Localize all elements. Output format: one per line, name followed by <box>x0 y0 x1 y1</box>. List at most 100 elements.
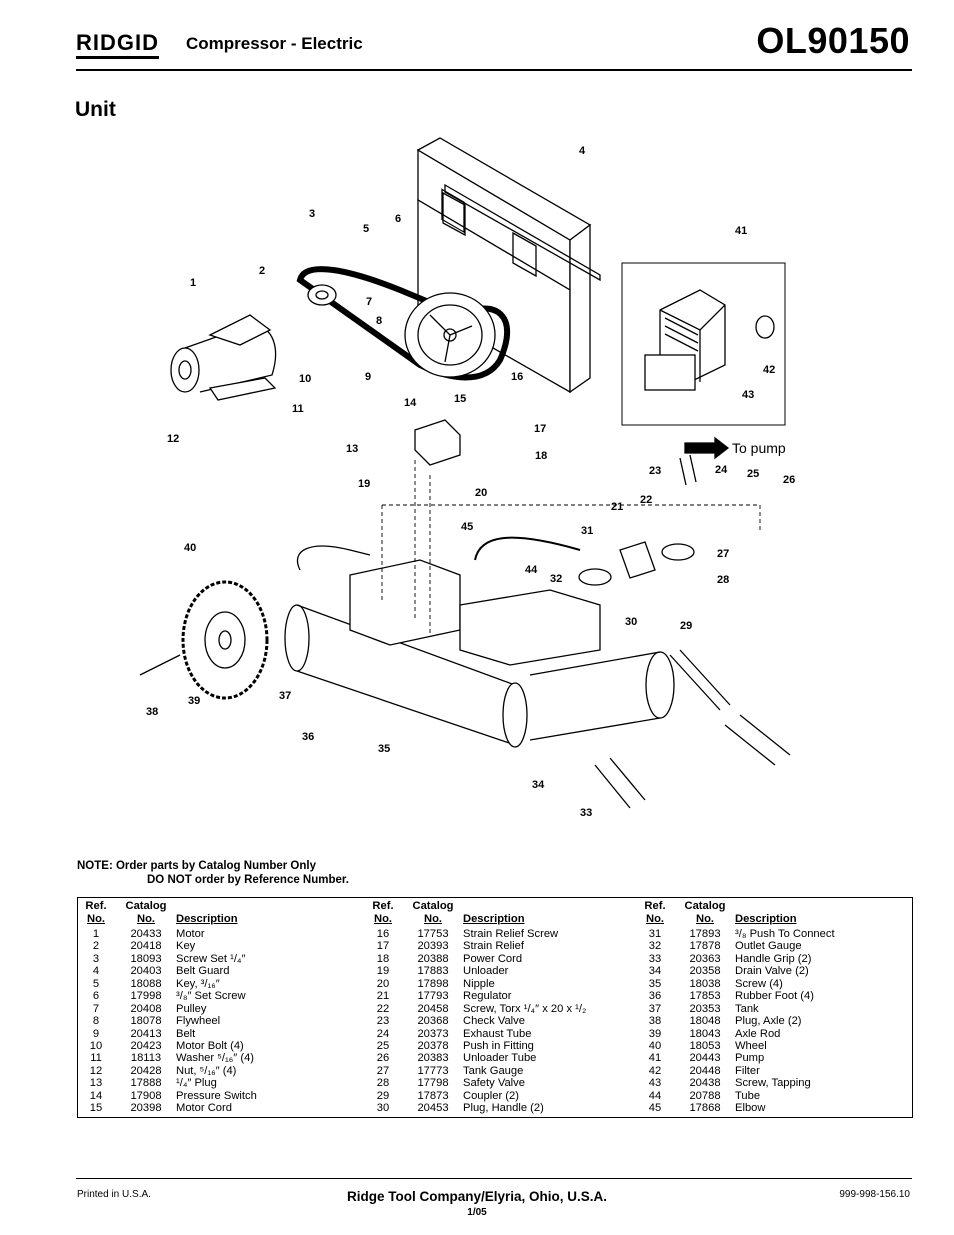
catalog-cell: 17753 <box>417 928 449 940</box>
description-cell: Check Valve <box>463 1015 525 1028</box>
ref-cell: 17 <box>376 940 390 953</box>
catalog-cell: 20788 <box>689 1089 721 1102</box>
callout-5: 5 <box>363 223 369 235</box>
ref-cell: 34 <box>648 965 662 978</box>
catalog-cell: 18038 <box>689 977 721 990</box>
ref-cell: 44 <box>648 1089 662 1102</box>
catalog-cell: 20388 <box>417 952 449 965</box>
catalog-cell: 20373 <box>417 1027 449 1040</box>
ref-cell: 22 <box>376 1002 390 1015</box>
section-title: Unit <box>75 98 116 121</box>
catalog-cell: 20458 <box>417 1002 449 1015</box>
ref-cell: 26 <box>376 1052 390 1065</box>
document-subtitle: Compressor - Electric <box>186 34 363 53</box>
ref-cell: 31 <box>648 928 662 940</box>
ref-cell: 32 <box>648 940 662 953</box>
catalog-cell: 17898 <box>417 977 449 990</box>
ref-cell: 15 <box>89 1102 103 1115</box>
header-catalog-top: Catalog <box>684 900 726 912</box>
ref-cell: 4 <box>92 965 100 978</box>
description-cell: Flywheel <box>176 1015 221 1028</box>
ref-cell: 16 <box>376 928 390 940</box>
ref-cell: 12 <box>89 1064 103 1077</box>
ref-cell: 20 <box>376 977 390 990</box>
catalog-cell: 17888 <box>130 1077 162 1090</box>
ref-cell: 42 <box>648 1064 662 1077</box>
catalog-cell: 18088 <box>130 977 162 990</box>
catalog-cell: 20398 <box>130 1102 162 1115</box>
catalog-cell: 17853 <box>689 990 721 1003</box>
header-description: Description <box>463 900 525 926</box>
header-description: Description <box>735 900 797 926</box>
callout-22: 22 <box>640 494 652 506</box>
callout-6: 6 <box>395 213 401 225</box>
callout-38: 38 <box>146 706 158 718</box>
description-cell: Tank <box>735 1002 759 1015</box>
description-cell: Screw, Tapping <box>735 1077 811 1090</box>
callout-8: 8 <box>376 315 382 327</box>
wheel-drawing <box>181 580 269 700</box>
header-ref: Ref.No. <box>637 900 673 926</box>
publish-date: 1/05 <box>467 1207 487 1218</box>
callout-7: 7 <box>366 296 372 308</box>
callout-16: 16 <box>511 371 523 383</box>
catalog-cell: 20403 <box>130 965 162 978</box>
ref-cell: 36 <box>648 990 662 1003</box>
catalog-cell: 17998 <box>130 990 162 1003</box>
catalog-cell: 20353 <box>689 1002 721 1015</box>
callout-34: 34 <box>532 779 545 791</box>
description-cell: Nipple <box>463 977 495 990</box>
callout-33: 33 <box>580 807 592 819</box>
description-cell: Safety Valve <box>463 1077 525 1090</box>
description-cell: Pulley <box>176 1002 207 1015</box>
ref-cell: 3 <box>92 952 100 965</box>
catalog-cell: 17873 <box>417 1089 449 1102</box>
ref-cell: 40 <box>648 1039 662 1052</box>
callout-36: 36 <box>302 731 314 743</box>
callout-37: 37 <box>279 690 291 702</box>
ref-cell: 2 <box>92 940 100 953</box>
description-cell: Pressure Switch <box>176 1089 257 1102</box>
catalog-cell: 17793 <box>417 990 449 1003</box>
description-cell: Regulator <box>463 990 512 1003</box>
description-cell: Motor Cord <box>176 1102 232 1115</box>
description-cell: Drain Valve (2) <box>735 965 809 978</box>
description-cell: Belt Guard <box>176 965 230 978</box>
callout-27: 27 <box>717 548 729 560</box>
order-note-line2: DO NOT order by Reference Number. <box>147 874 349 886</box>
callout-15: 15 <box>454 393 466 405</box>
callout-45: 45 <box>461 521 473 533</box>
header-catalog-top: Catalog <box>125 900 167 912</box>
description-cell: Axle Rod <box>735 1027 781 1040</box>
callout-42: 42 <box>763 364 775 376</box>
catalog-cell: 20368 <box>417 1015 449 1028</box>
ref-cell: 35 <box>648 977 662 990</box>
callout-19: 19 <box>358 478 370 490</box>
catalog-cell: 20378 <box>417 1039 449 1052</box>
description-cell: Pump <box>735 1052 765 1065</box>
callout-41: 41 <box>735 225 747 237</box>
callout-4: 4 <box>579 145 586 157</box>
callout-12: 12 <box>167 433 179 445</box>
description-cell: Wheel <box>735 1039 767 1052</box>
description-cell: Power Cord <box>463 952 523 965</box>
order-note: NOTE: Order parts by Catalog Number Only… <box>77 859 349 887</box>
catalog-cell: 18078 <box>130 1015 162 1028</box>
header-ref: Ref.No. <box>365 900 401 926</box>
callout-11: 11 <box>292 403 304 415</box>
description-cell: Unloader <box>463 965 509 978</box>
description-cell: Unloader Tube <box>463 1052 537 1065</box>
ref-cell: 38 <box>648 1015 662 1028</box>
description-cell: Screw, Torx ¹/₄″ x 20 x ¹/₂ <box>463 1002 587 1015</box>
callout-29: 29 <box>680 620 692 632</box>
catalog-cell: 18053 <box>689 1039 721 1052</box>
ref-cell: 21 <box>376 990 390 1003</box>
callout-9: 9 <box>365 371 371 383</box>
catalog-cell: 17868 <box>689 1102 721 1115</box>
ref-cell: 43 <box>648 1077 662 1090</box>
description-cell: Strain Relief Screw <box>463 928 559 940</box>
ref-cell: 29 <box>376 1089 390 1102</box>
